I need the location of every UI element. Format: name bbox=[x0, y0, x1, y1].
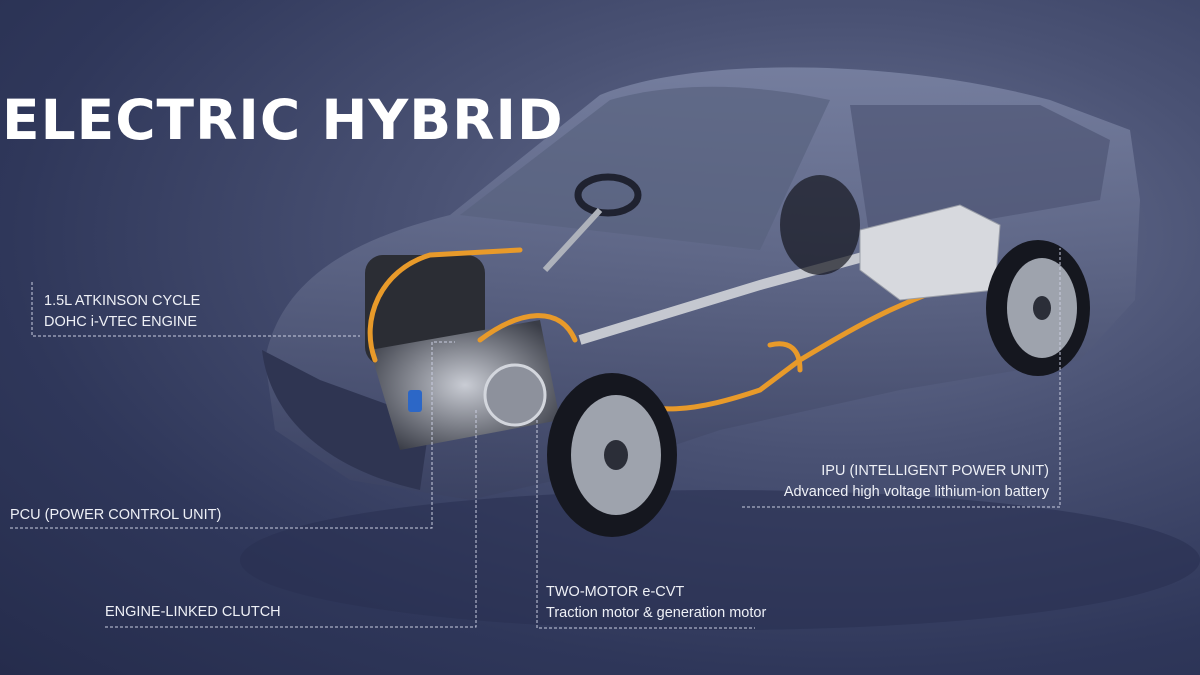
ipu-label: IPU (INTELLIGENT POWER UNIT) Advanced hi… bbox=[784, 461, 1049, 503]
engine bbox=[365, 255, 560, 450]
ecvt-label: TWO-MOTOR e-CVT Traction motor & generat… bbox=[546, 582, 766, 624]
steering-wheel bbox=[574, 173, 642, 217]
engine-leader bbox=[31, 282, 360, 337]
leader-lines bbox=[10, 248, 1061, 629]
ipu-label-line2: Advanced high voltage lithium-ion batter… bbox=[783, 484, 1049, 500]
ipu-label-line1: IPU (INTELLIGENT POWER UNIT) bbox=[821, 463, 1049, 479]
floor-reflection bbox=[240, 490, 1200, 630]
clutch-leader bbox=[105, 410, 477, 628]
pcu-leader bbox=[10, 341, 455, 529]
front-wheel bbox=[547, 373, 677, 537]
page-title: ELECTRIC HYBRID bbox=[2, 88, 564, 152]
windshield bbox=[460, 86, 830, 250]
ecvt-leader bbox=[536, 420, 755, 629]
ecvt-label-line1: TWO-MOTOR e-CVT bbox=[546, 584, 685, 600]
clutch-label-line1: ENGINE-LINKED CLUTCH bbox=[105, 604, 281, 620]
pcu-label: PCU (POWER CONTROL UNIT) bbox=[10, 505, 221, 526]
ecvt-label-line2: Traction motor & generation motor bbox=[546, 605, 767, 621]
rear-wheel bbox=[986, 240, 1090, 376]
pcu-label-line1: PCU (POWER CONTROL UNIT) bbox=[10, 507, 222, 523]
ipu-leader bbox=[742, 248, 1061, 508]
clutch-label: ENGINE-LINKED CLUTCH bbox=[105, 602, 281, 623]
front-bumper bbox=[262, 350, 430, 490]
engine-label-line1: 1.5L ATKINSON CYCLE bbox=[44, 293, 201, 309]
side-windows bbox=[850, 105, 1110, 240]
engine-label-line2: DOHC i-VTEC ENGINE bbox=[44, 314, 198, 330]
rear-left-wheel bbox=[780, 175, 860, 275]
engine-label: 1.5L ATKINSON CYCLE DOHC i-VTEC ENGINE bbox=[44, 291, 200, 333]
